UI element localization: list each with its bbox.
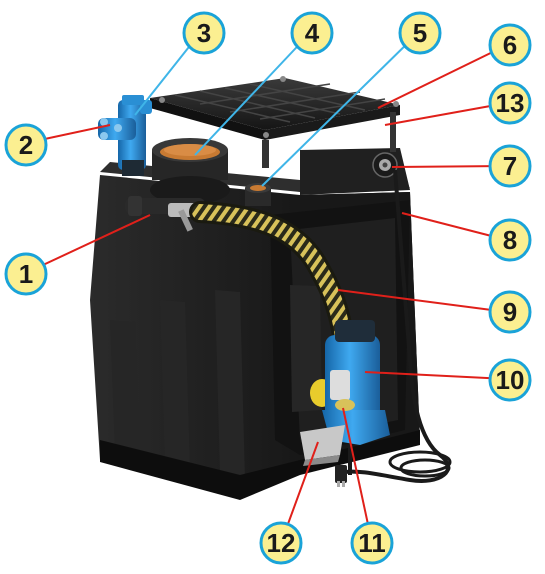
- callout-label-6: 6: [503, 30, 517, 60]
- leader-line-10: [364, 371, 508, 380]
- callout-8: 8: [488, 218, 532, 262]
- callout-6: 6: [488, 23, 532, 67]
- callout-label-4: 4: [305, 18, 320, 48]
- callout-label-8: 8: [503, 225, 517, 255]
- leader-line-9: [337, 289, 508, 313]
- leader-line-6: [377, 44, 508, 109]
- leader-line-4: [194, 32, 311, 156]
- callout-5: 5: [398, 11, 442, 55]
- leader-lines: [25, 32, 508, 544]
- callout-7: 7: [488, 144, 532, 188]
- callout-label-9: 9: [503, 297, 517, 327]
- leader-line-5: [261, 32, 419, 187]
- callout-13: 13: [488, 81, 532, 125]
- callout-label-5: 5: [413, 18, 427, 48]
- callout-label-1: 1: [19, 259, 33, 289]
- callout-12: 12: [259, 521, 303, 565]
- cable-gland: [372, 152, 398, 178]
- vent-filter: [150, 138, 230, 204]
- base-plate: [300, 425, 345, 466]
- callout-4: 4: [290, 11, 334, 55]
- leader-line-7: [391, 165, 508, 168]
- callout-label-12: 12: [267, 528, 296, 558]
- orange-inlet-plug: [245, 183, 271, 206]
- callout-label-7: 7: [503, 151, 517, 181]
- callout-label-11: 11: [358, 528, 386, 558]
- callout-label-2: 2: [19, 130, 33, 160]
- callout-9: 9: [488, 290, 532, 334]
- leader-line-13: [384, 102, 508, 126]
- leader-line-11: [342, 407, 373, 544]
- leader-line-1: [27, 214, 151, 273]
- callout-3: 3: [182, 11, 226, 55]
- callout-label-10: 10: [496, 365, 525, 395]
- callout-1: 1: [4, 252, 48, 296]
- callout-10: 10: [488, 358, 532, 402]
- callouts: 1 2 3 4 5 6 13 7: [4, 11, 532, 565]
- callout-label-13: 13: [496, 88, 525, 118]
- blue-check-valve: [98, 95, 152, 176]
- inlet-valve: [125, 196, 205, 232]
- callout-label-3: 3: [197, 18, 211, 48]
- tank-lid: [150, 76, 400, 168]
- callout-2: 2: [4, 123, 48, 167]
- callout-11: 11: [350, 521, 394, 565]
